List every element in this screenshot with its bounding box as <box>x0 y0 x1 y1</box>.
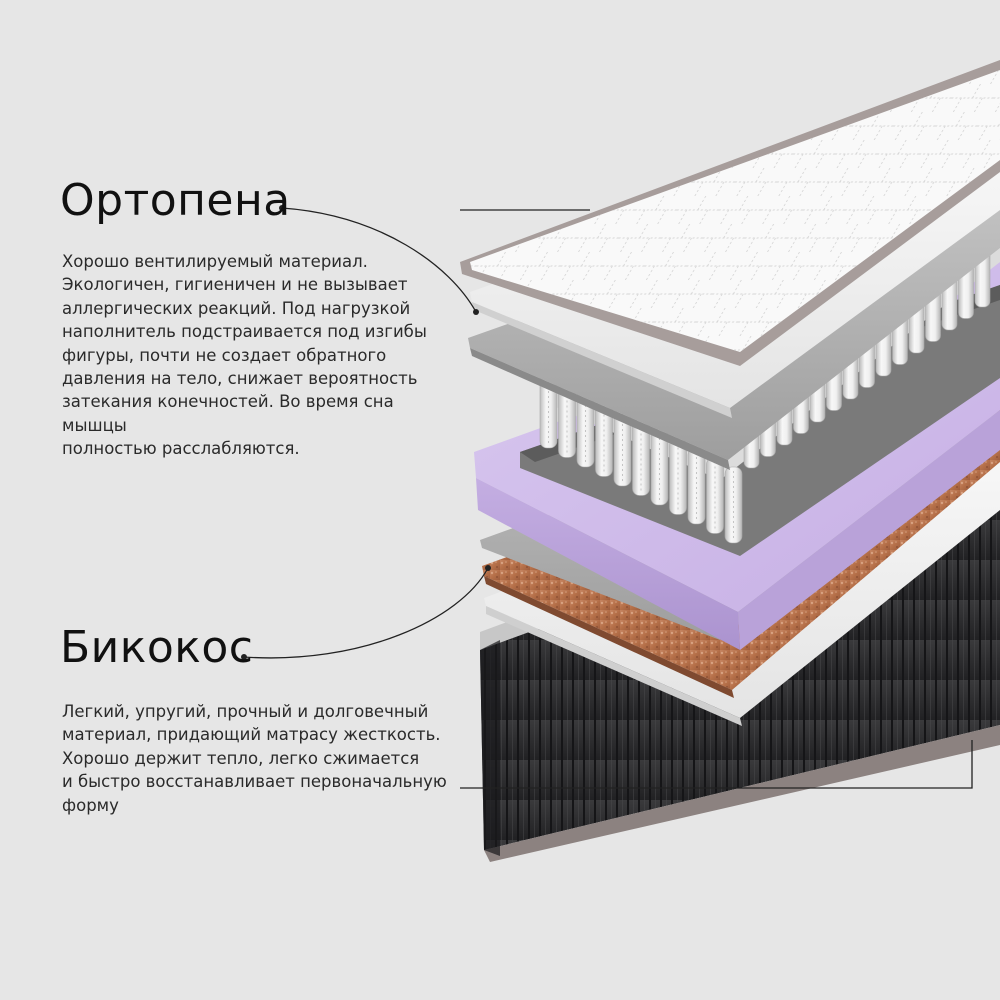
callout-base-leader <box>460 740 973 789</box>
layer-title-bikokos: Бикокос <box>60 622 254 673</box>
callout-ortopena-dot <box>279 205 285 211</box>
quilted-top-cover <box>460 60 1000 366</box>
callout-lines <box>241 205 973 789</box>
callout-bikokos-dot <box>241 654 247 660</box>
layer-description-bikokos: Легкий, упругий, прочный и долговечный м… <box>62 702 447 815</box>
layer-title-ortopena: Ортопена <box>60 175 291 226</box>
callout-bikokos-end-dot <box>485 565 491 571</box>
callout-ortopena-curve <box>281 207 477 313</box>
layer-description-ortopena: Хорошо вентилируемый материал. Экологиче… <box>62 252 427 459</box>
callout-bikokos-curve <box>243 567 489 659</box>
callout-ortopena-end-dot <box>473 309 479 315</box>
